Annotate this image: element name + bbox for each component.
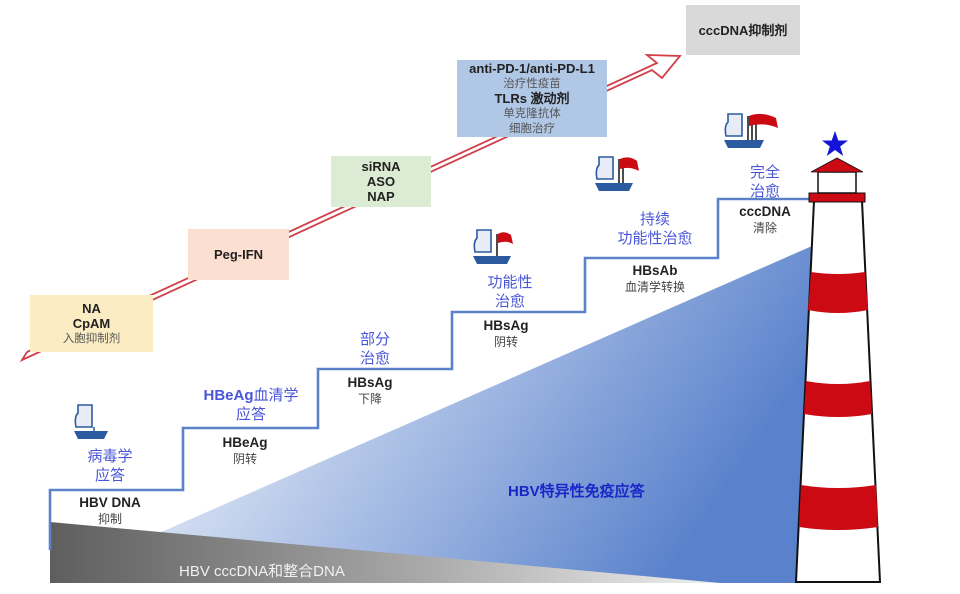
step-title-line1: 部分 <box>359 330 390 348</box>
therapy-line: CpAM <box>72 316 111 331</box>
flag-icon <box>618 157 639 183</box>
step-label-hbsag-decline: HBsAg 下降 <box>330 375 410 407</box>
step-label-hbsag-loss: HBsAg 阴转 <box>466 318 546 350</box>
step-title-en: HBeAg <box>203 387 254 404</box>
step-title-line1: 功能性 <box>487 273 533 291</box>
therapy-box-peg-ifn: Peg-IFN <box>188 229 289 280</box>
cccdna-wedge <box>50 522 720 583</box>
step-label-hbv-dna: HBV DNA 抑制 <box>70 495 150 527</box>
step-marker: cccDNA <box>739 204 791 219</box>
step-marker-sub: 阴转 <box>232 452 257 466</box>
therapy-line: 治疗性疫苗 <box>503 76 561 90</box>
flag-icon <box>747 113 778 140</box>
cccdna-band-label: HBV cccDNA和整合DNA <box>179 563 345 580</box>
therapy-line: anti-PD-1/anti-PD-L1 <box>469 61 595 76</box>
therapy-line: NA <box>82 301 101 316</box>
step-label-hbsab: HBsAb 血清学转换 <box>605 263 705 295</box>
step-title-sustained-functional-cure: 持续 功能性治愈 <box>600 210 710 248</box>
step-title-line2: 应答 <box>235 405 266 423</box>
therapy-box-immunotherapy: anti-PD-1/anti-PD-L1 治疗性疫苗 TLRs 激动剂 单克隆抗… <box>457 60 607 137</box>
step-label-cccdna: cccDNA 清除 <box>725 204 805 236</box>
step-title-zh: 血清学 <box>253 386 299 404</box>
step-title-line1: 完全 <box>749 163 780 181</box>
step-title-line1: 持续 <box>639 210 670 228</box>
immune-label-zh: 特异性免疫应答 <box>539 482 645 500</box>
therapy-line: 单克隆抗体 <box>503 106 561 120</box>
boat-icon <box>724 113 778 148</box>
therapy-line: ASO <box>366 174 396 189</box>
therapy-line: TLRs 激动剂 <box>494 91 570 106</box>
therapy-box-na: NA CpAM 入胞抑制剂 <box>30 295 153 352</box>
flag-icon <box>496 232 513 256</box>
step-title-functional-cure: 功能性 治愈 <box>475 273 545 311</box>
therapy-line: NAP <box>367 189 395 204</box>
step-marker: HBV DNA <box>79 495 141 510</box>
step-marker: HBsAb <box>632 263 678 278</box>
therapy-box-sirna: siRNA ASO NAP <box>331 156 431 207</box>
step-title-line2: 治愈 <box>749 182 780 200</box>
step-title-line1: HBeAg血清学 <box>186 386 316 405</box>
therapy-line: 入胞抑制剂 <box>62 331 121 345</box>
step-title-line2: 应答 <box>94 466 125 484</box>
step-title-line2: 功能性治愈 <box>617 229 693 247</box>
step-title-partial-cure: 部分 治愈 <box>345 330 405 368</box>
therapy-line: cccDNA抑制剂 <box>698 22 788 38</box>
step-marker: HBsAg <box>483 318 529 333</box>
step-marker-sub: 阴转 <box>493 335 518 349</box>
therapy-box-cccdna-inhibitor: cccDNA抑制剂 <box>686 5 800 55</box>
immune-response-label: HBV特异性免疫应答 <box>508 480 645 501</box>
step-title-line1: 病毒学 <box>87 447 133 465</box>
step-marker: HBeAg <box>222 435 268 450</box>
lighthouse-icon <box>794 131 882 583</box>
boat-icon <box>74 404 108 439</box>
boat-icon <box>473 229 513 264</box>
step-title-virological: 病毒学 应答 <box>75 447 145 485</box>
immune-response-wedge <box>150 246 812 583</box>
therapy-line: Peg-IFN <box>213 247 264 262</box>
step-title-line2: 治愈 <box>494 292 525 310</box>
step-marker-sub: 血清学转换 <box>624 280 685 294</box>
therapy-line: siRNA <box>361 159 401 174</box>
step-title-serological: HBeAg血清学 应答 <box>186 386 316 424</box>
star-icon <box>822 131 848 156</box>
step-title-line2: 治愈 <box>359 349 390 367</box>
step-marker-sub: 抑制 <box>97 512 122 526</box>
step-title-complete-cure: 完全 治愈 <box>735 163 795 201</box>
step-marker: HBsAg <box>347 375 393 390</box>
therapy-line: 细胞治疗 <box>509 121 555 135</box>
steps-line <box>48 197 812 550</box>
immune-label-en: HBV <box>508 483 540 500</box>
step-label-hbeag: HBeAg 阴转 <box>205 435 285 467</box>
step-marker-sub: 清除 <box>752 221 777 235</box>
step-marker-sub: 下降 <box>357 392 382 406</box>
boat-icon <box>595 156 639 191</box>
